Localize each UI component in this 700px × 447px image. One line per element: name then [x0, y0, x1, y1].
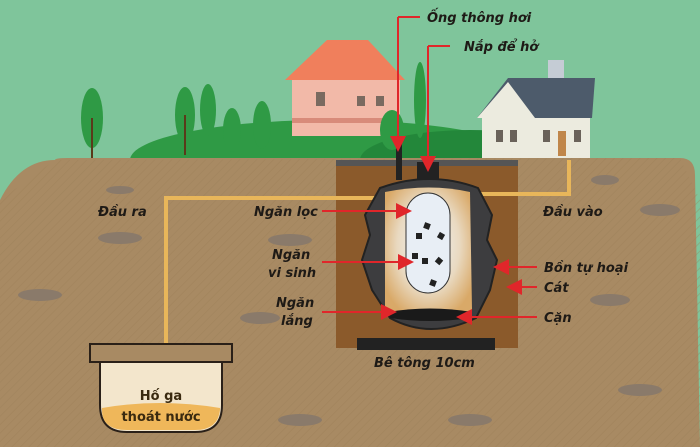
label-open-lid: Nắp để hở	[464, 39, 540, 55]
label-settling-chamber-line2: lắng	[281, 314, 313, 329]
label-outlet: Đầu ra	[97, 205, 147, 220]
trees	[81, 62, 426, 158]
rocks	[18, 175, 680, 426]
label-sand: Cát	[544, 281, 569, 296]
label-inlet: Đầu vào	[542, 205, 603, 220]
label-bio-chamber-line1: Ngăn	[272, 248, 310, 263]
label-settling-chamber-line1: Ngăn	[276, 296, 314, 311]
concrete-base	[357, 338, 495, 350]
label-vent-pipe: Ống thông hơi	[427, 8, 532, 26]
label-concrete: Bê tông 10cm	[374, 356, 475, 371]
inner-chamber	[405, 192, 451, 294]
inlet-pipe	[475, 160, 571, 196]
label-manhole-line2: thoát nước	[121, 410, 200, 425]
septic-tank	[360, 140, 499, 330]
label-bio-chamber-line2: vi sinh	[268, 266, 316, 281]
label-filter-chamber: Ngăn lọc	[254, 205, 318, 220]
manhole	[89, 343, 233, 433]
label-sludge: Cặn	[544, 311, 572, 326]
label-manhole-line1: Hố ga	[140, 389, 182, 404]
label-leaders	[398, 16, 450, 47]
outlet-pipe	[164, 196, 407, 344]
sludge-layer	[388, 308, 472, 321]
vent-pipe	[396, 140, 402, 180]
house-right	[477, 60, 595, 158]
label-septic-tank: Bồn tự hoại	[544, 261, 629, 276]
water-tank	[548, 60, 564, 82]
label-arrows	[322, 17, 537, 325]
